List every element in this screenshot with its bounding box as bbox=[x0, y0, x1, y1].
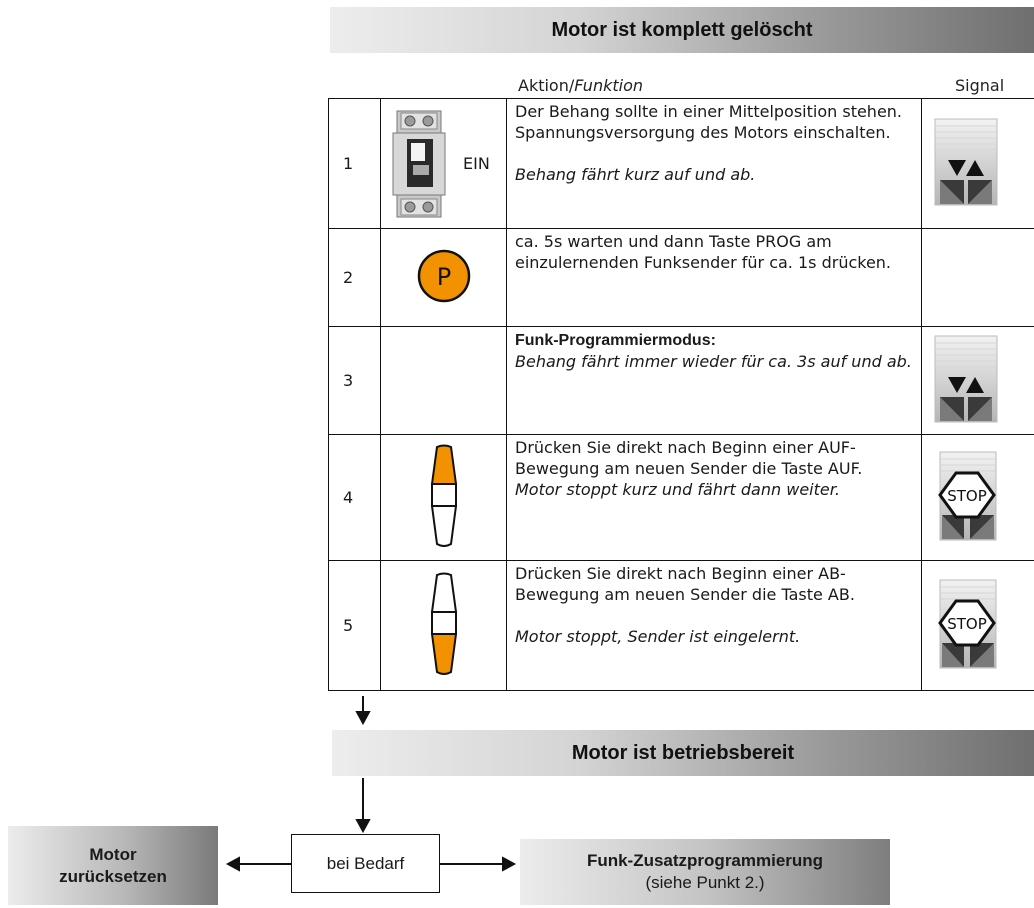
step-instruction: Drücken Sie direkt nach Beginn einer AUF… bbox=[515, 438, 863, 478]
stop-signal-icon: STOP bbox=[934, 579, 1034, 673]
prog-button-icon: P bbox=[416, 248, 472, 308]
breaker-on-label: EIN bbox=[463, 153, 490, 173]
step-number: 5 bbox=[328, 560, 381, 691]
step-instruction: Drücken Sie direkt nach Beginn einer AB-… bbox=[515, 564, 855, 604]
banner-motor-cleared: Motor ist komplett gelöscht bbox=[330, 7, 1034, 53]
step-instruction: ca. 5s warten und dann Taste PROG am ein… bbox=[515, 232, 892, 272]
step-row-2: 2 P ca. 5s warten und dann Taste PROG am… bbox=[328, 228, 1034, 327]
blind-up-down-signal-icon bbox=[934, 118, 1034, 210]
step-result: Behang fährt immer wieder für ca. 3s auf… bbox=[515, 352, 912, 371]
svg-text:STOP: STOP bbox=[947, 487, 987, 505]
remote-down-key-icon bbox=[429, 572, 459, 680]
steps-table: 1 EIN Der Behang sol bbox=[328, 98, 1034, 691]
on-demand-box: bei Bedarf bbox=[291, 834, 440, 893]
banner-title: Motor ist betriebsbereit bbox=[571, 741, 795, 764]
step-result: Motor stoppt kurz und fährt dann weiter. bbox=[515, 480, 840, 499]
step-row-1: 1 EIN Der Behang sol bbox=[328, 98, 1034, 229]
arrow-head bbox=[355, 819, 371, 834]
motor-reset-box: Motor zurücksetzen bbox=[8, 826, 218, 905]
banner-title: Motor ist komplett gelöscht bbox=[551, 18, 813, 41]
icon-empty bbox=[380, 326, 507, 435]
radio-additional-programming-box: Funk-Zusatzprogrammierung (siehe Punkt 2… bbox=[520, 839, 890, 905]
remote-up-key-icon bbox=[429, 444, 459, 552]
step-row-3: 3 Funk-Programmiermodus: Behang fährt im… bbox=[328, 326, 1034, 435]
step-number: 4 bbox=[328, 434, 381, 561]
banner-motor-ready: Motor ist betriebsbereit bbox=[332, 730, 1034, 776]
step-result: Behang fährt kurz auf und ab. bbox=[515, 165, 756, 184]
column-header-signal: Signal bbox=[955, 76, 1005, 95]
step-row-5: 5 Drücken Sie direkt nach Beginn einer A… bbox=[328, 560, 1034, 691]
svg-text:P: P bbox=[436, 263, 450, 291]
arrow-head bbox=[502, 856, 517, 872]
svg-text:STOP: STOP bbox=[947, 615, 987, 633]
blind-up-down-signal-icon bbox=[934, 335, 1034, 427]
column-header-action: Aktion/Funktion bbox=[518, 76, 643, 95]
stop-signal-icon: STOP bbox=[934, 451, 1034, 545]
circuit-breaker-icon bbox=[391, 109, 447, 223]
arrow-head bbox=[225, 856, 240, 872]
step-title: Funk-Programmiermodus: bbox=[515, 332, 716, 349]
step-result: Motor stoppt, Sender ist eingelernt. bbox=[515, 627, 801, 646]
step-row-4: 4 Drücken Sie direkt nach Beginn einer A… bbox=[328, 434, 1034, 561]
arrow-head bbox=[355, 711, 371, 726]
step-instruction: Der Behang sollte in einer Mittelpositio… bbox=[515, 102, 903, 142]
